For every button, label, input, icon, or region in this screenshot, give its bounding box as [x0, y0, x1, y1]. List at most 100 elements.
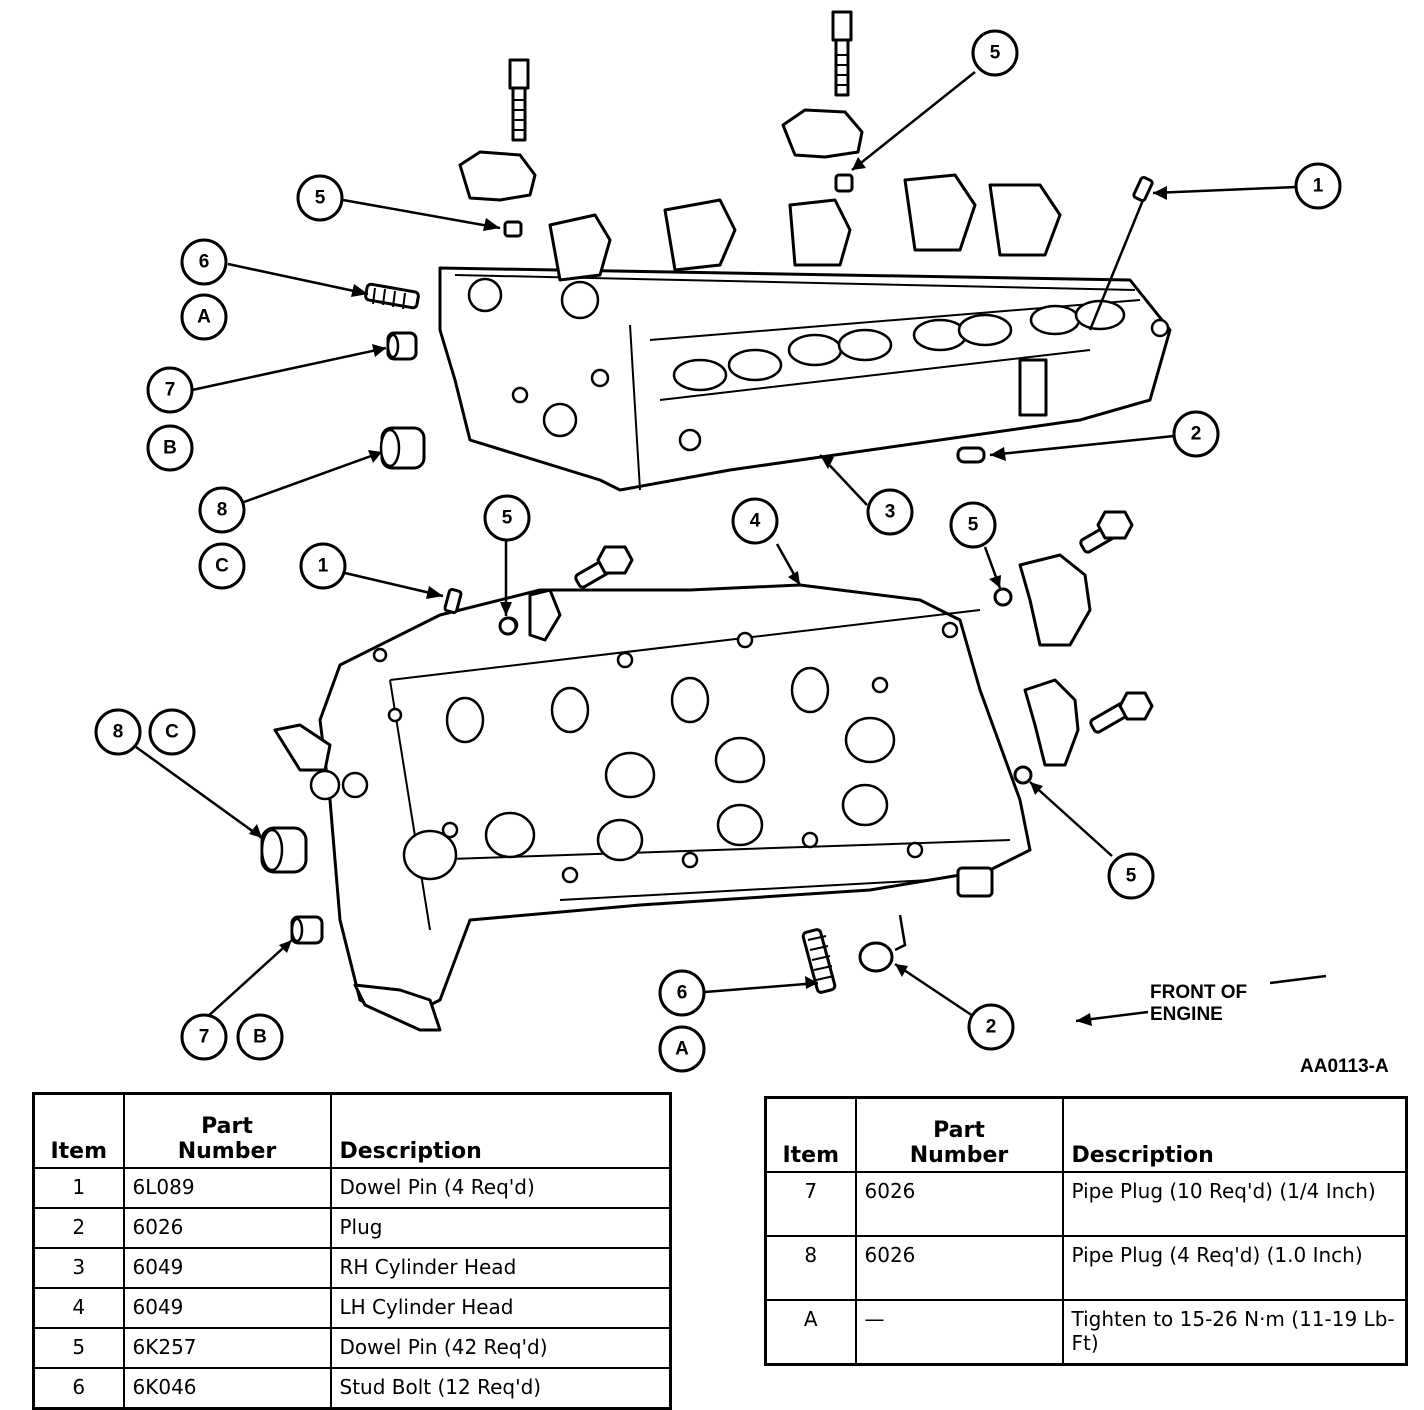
callout-top-5-left: 5 [296, 174, 344, 222]
header-item: Item [764, 1096, 857, 1173]
svg-text:8: 8 [113, 722, 124, 743]
svg-text:6: 6 [199, 252, 210, 273]
svg-text:5: 5 [990, 43, 1001, 64]
cell-description: RH Cylinder Head [329, 1247, 672, 1289]
front-of-engine-label-line2: ENGINE [1150, 1004, 1223, 1025]
callout-top-8: 8 [198, 486, 246, 534]
svg-text:3: 3 [885, 502, 896, 523]
svg-text:7: 7 [165, 380, 176, 401]
plug-2-top [956, 446, 986, 464]
svg-text:4: 4 [750, 511, 761, 532]
callout-top-1: 1 [1294, 162, 1342, 210]
svg-text:1: 1 [1313, 176, 1324, 197]
table-row: 8 6026 Pipe Plug (4 Req'd) (1.0 Inch) [764, 1235, 1408, 1301]
cell-description: Stud Bolt (12 Req'd) [329, 1367, 672, 1410]
stud-bolt-6-top [364, 282, 420, 310]
table-row: A — Tighten to 15-26 N·m (11-19 Lb-Ft) [764, 1299, 1408, 1366]
cell-item: 8 [764, 1235, 857, 1301]
cell-description: Dowel Pin (4 Req'd) [329, 1167, 672, 1209]
header-description: Description [329, 1092, 672, 1169]
callout-bottom-C: C [148, 708, 196, 756]
table-row: 7 6026 Pipe Plug (10 Req'd) (1/4 Inch) [764, 1171, 1408, 1237]
cell-item: 2 [32, 1207, 125, 1249]
table-row: 6 6K046 Stud Bolt (12 Req'd) [32, 1367, 672, 1410]
rh-cylinder-head [438, 173, 1172, 492]
callout-bottom-B: B [236, 1013, 284, 1061]
dowel-pin-5-top-right [834, 173, 854, 193]
callout-bottom-6: 6 [658, 969, 706, 1017]
plug-2-bottom [858, 941, 894, 973]
cell-item: 6 [32, 1367, 125, 1410]
pipe-plug-8-top [379, 426, 426, 470]
callout-bottom-4: 4 [731, 497, 779, 545]
callout-top-7: 7 [146, 366, 194, 414]
cell-description: Pipe Plug (4 Req'd) (1.0 Inch) [1061, 1235, 1408, 1301]
table-row: 5 6K257 Dowel Pin (42 Req'd) [32, 1327, 672, 1369]
svg-text:5: 5 [1126, 866, 1137, 887]
svg-text:7: 7 [199, 1027, 210, 1048]
callout-top-B: B [146, 424, 194, 472]
cell-part-number: 6026 [854, 1171, 1064, 1237]
lh-cam-cap-top-left [528, 545, 634, 642]
cell-part-number: 6L089 [122, 1167, 332, 1209]
leader-arrowheads [249, 157, 1167, 1026]
cell-item: 1 [32, 1167, 125, 1209]
callout-top-3: 3 [866, 488, 914, 536]
cell-part-number: 6049 [122, 1247, 332, 1289]
cell-item: 4 [32, 1287, 125, 1329]
pipe-plug-7-top [386, 331, 418, 361]
header-item: Item [32, 1092, 125, 1169]
table-row: 1 6L089 Dowel Pin (4 Req'd) [32, 1167, 672, 1209]
callout-bottom-1: 1 [299, 542, 347, 590]
cell-description: Pipe Plug (10 Req'd) (1/4 Inch) [1061, 1171, 1408, 1237]
lh-cam-cap-upper-right [1018, 510, 1134, 647]
cell-description: LH Cylinder Head [329, 1287, 672, 1329]
exploded-view-diagram: 1 2 3 5 5 6 A 7 B 8 C 1 5 4 5 5 8 C 7 B … [94, 10, 1389, 1077]
lh-cylinder-head [273, 583, 1032, 1032]
svg-text:C: C [165, 722, 179, 743]
pipe-plug-8-bottom [260, 826, 308, 874]
dowel-pin-1-top [1132, 175, 1154, 203]
cell-description: Dowel Pin (42 Req'd) [329, 1327, 672, 1369]
svg-text:2: 2 [1191, 424, 1202, 445]
svg-text:C: C [215, 556, 229, 577]
figure-id: AA0113-A [1300, 1056, 1389, 1077]
callout-bottom-5-upper-right: 5 [949, 501, 997, 549]
svg-text:1: 1 [318, 556, 329, 577]
svg-text:A: A [675, 1039, 689, 1060]
cell-part-number: 6049 [122, 1287, 332, 1329]
svg-text:5: 5 [502, 508, 513, 529]
pipe-plug-7-bottom [290, 915, 324, 945]
callout-bottom-8: 8 [94, 708, 142, 756]
front-of-engine-label-line1: FRONT OF [1150, 982, 1247, 1003]
lh-cam-cap-lower-right [1023, 678, 1154, 767]
svg-text:8: 8 [217, 500, 228, 521]
svg-text:5: 5 [315, 188, 326, 209]
cell-part-number: 6026 [854, 1235, 1064, 1301]
callout-bottom-2: 2 [967, 1003, 1015, 1051]
stud-bolt-6-bottom [801, 928, 837, 994]
svg-text:A: A [197, 307, 211, 328]
svg-text:B: B [253, 1027, 267, 1048]
table-row: 4 6049 LH Cylinder Head [32, 1287, 672, 1329]
rh-cam-cap-bolt-right [781, 10, 864, 159]
callout-top-2: 2 [1172, 410, 1220, 458]
dowel-pin-5-bottom-top [498, 616, 518, 636]
dowel-pin-5-top-left [503, 220, 523, 238]
callout-top-6: 6 [180, 238, 228, 286]
cell-item: 7 [764, 1171, 857, 1237]
callout-bottom-A: A [658, 1025, 706, 1073]
cell-description: Tighten to 15-26 N·m (11-19 Lb-Ft) [1061, 1299, 1408, 1366]
callout-bottom-7: 7 [180, 1013, 228, 1061]
callout-bottom-5-lower-right: 5 [1107, 852, 1155, 900]
svg-text:B: B [163, 438, 177, 459]
cell-description: Plug [329, 1207, 672, 1249]
cell-item: 5 [32, 1327, 125, 1369]
callout-top-A: A [180, 293, 228, 341]
dowel-pin-1-bottom [443, 587, 463, 615]
